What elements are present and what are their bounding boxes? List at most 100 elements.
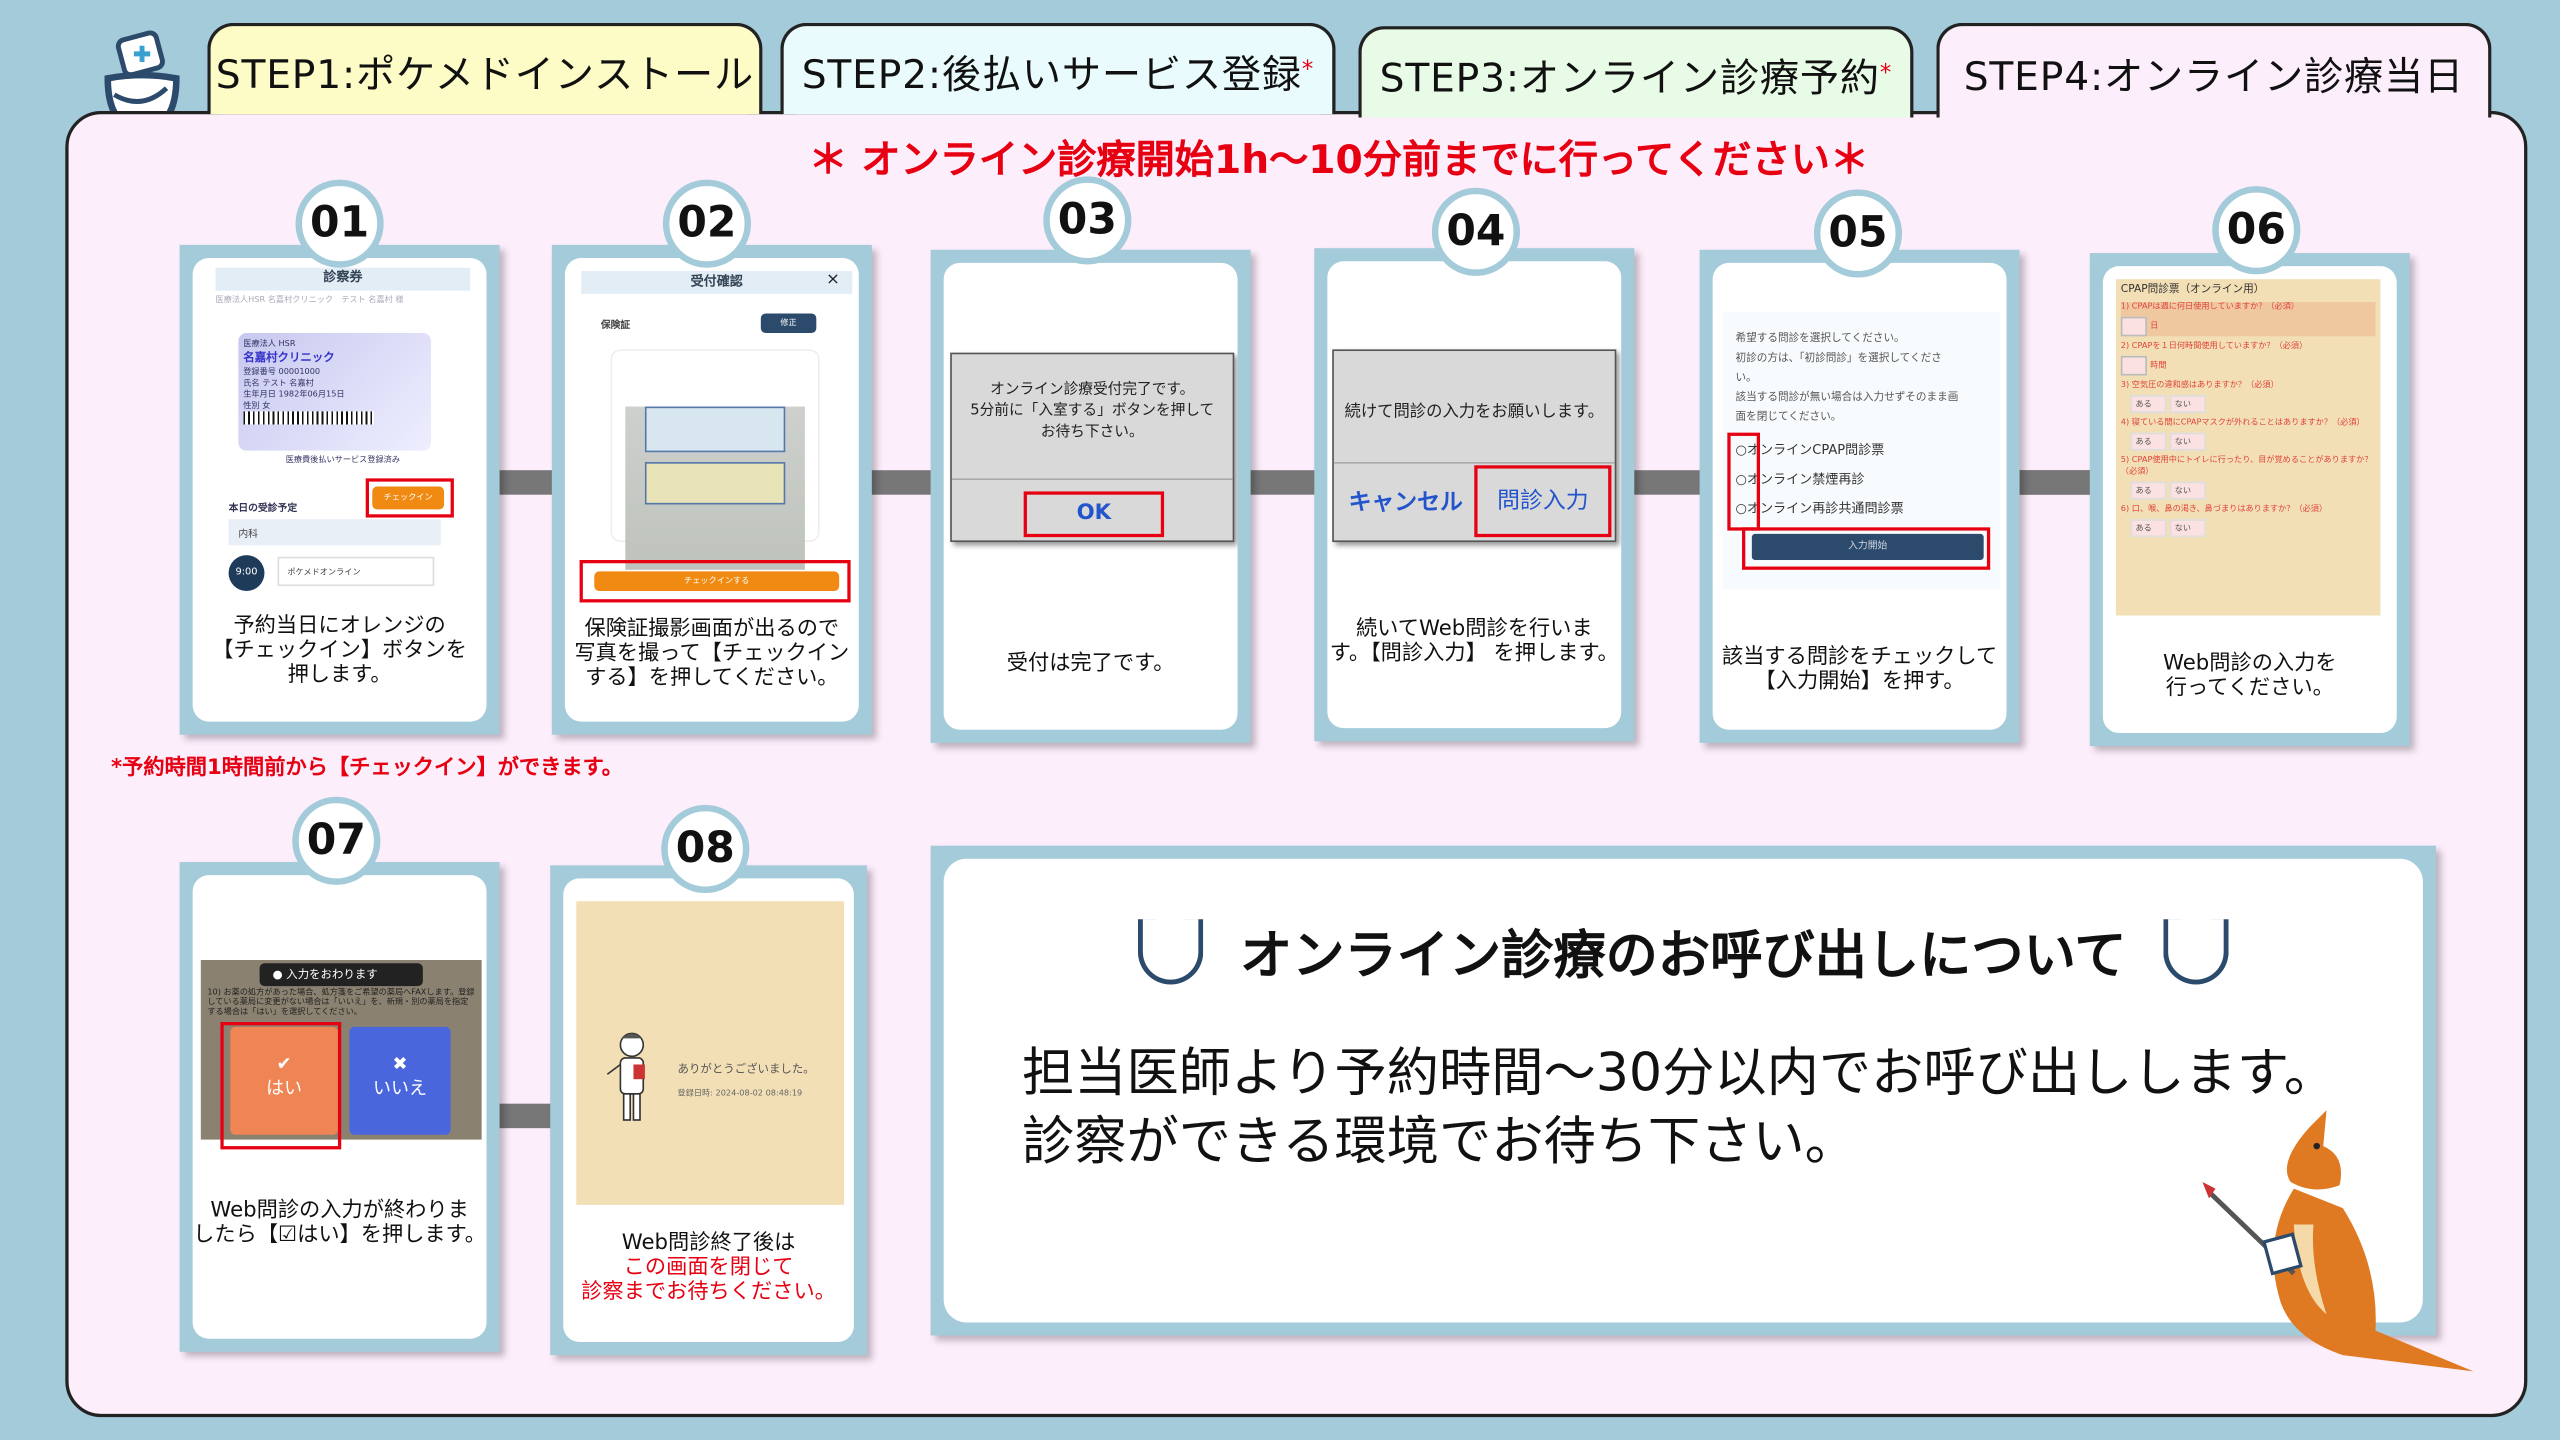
no-button[interactable]: ✖いいえ — [349, 1026, 451, 1135]
kangaroo-mascot-icon — [2196, 1110, 2482, 1379]
intro-line: 該当する問診が無い場合は入力せずそのまま画 — [1735, 390, 1959, 404]
label: いいえ — [373, 1077, 427, 1099]
step-number-08: 08 — [661, 804, 750, 894]
caption-line: 続いてWeb問診を行いま — [1355, 617, 1593, 642]
card-id: 00001000 — [278, 367, 321, 378]
choice-radio[interactable]: ない — [2169, 519, 2206, 538]
caption-line: す。【問診入力】 を押します。 — [1329, 641, 1619, 667]
service: ポケメドオンライン — [277, 556, 435, 587]
thanks-text: ありがとうございました。 — [677, 1062, 815, 1076]
caption-line: Web問診の入力が終わりま — [210, 1198, 469, 1223]
option-radio[interactable]: ○オンラインCPAP問診票 — [1735, 442, 1885, 458]
callout-body-line: 診察ができる環境でお待ち下さい。 — [1022, 1110, 1857, 1173]
form-question: 1) CPAPは週に何日使用していますか？（必須）日 — [2120, 302, 2376, 337]
card-name: テスト 名嘉村 — [262, 378, 314, 389]
highlight-box — [1727, 432, 1760, 531]
step-card-01: 診察券 医療法人HSR 名嘉村クリニック テスト 名嘉村 様 医療法人 HSR … — [179, 244, 500, 735]
card-dob: 1982年06月15日 — [278, 390, 345, 400]
question-text: 2) CPAPを１日何時間使用していますか？（必須） — [2120, 341, 2308, 352]
choice-radio[interactable]: ある — [2130, 481, 2167, 500]
step-number-04: 04 — [1431, 187, 1520, 276]
step-number-07: 07 — [292, 796, 381, 885]
form-question: 3) 空気圧の違和感はありますか？（必須） あるない — [2120, 380, 2376, 414]
card-org: 医療法人 HSR — [243, 339, 296, 350]
option-radio[interactable]: ○オンライン再診共通問診票 — [1735, 501, 1904, 516]
caption-line: 写真を撮って【チェックイン — [574, 641, 850, 667]
question-text: 3) 空気圧の違和感はありますか？（必須） — [2120, 380, 2279, 391]
choice-radio[interactable]: ない — [2169, 481, 2206, 500]
close-icon[interactable]: × — [826, 271, 840, 289]
checkin-button[interactable]: チェックインする — [594, 571, 840, 592]
label: キャンセル — [1348, 489, 1463, 516]
step-caption: 受付は完了です。 — [944, 651, 1238, 675]
checkin-button[interactable]: チェックイン — [372, 486, 445, 510]
step-caption: Web問診の入力を行ってください。 — [2103, 651, 2397, 700]
label: はい — [266, 1077, 303, 1099]
step-card-07: ● 入力をおわります 10) お薬の処方があった場合、処方箋をご希望の薬局へFA… — [179, 862, 500, 1352]
caption-line: 保険証撮影画面が出るので — [584, 617, 840, 642]
questionnaire-dialog: 続けて問診の入力をお願いします。 キャンセル 問診入力 — [1332, 349, 1617, 543]
highlight-box — [220, 1022, 342, 1150]
end-input-toast: ● 入力をおわります — [259, 963, 423, 987]
option-label: オンラインCPAP問診票 — [1746, 442, 1885, 458]
caption-line: 行ってください。 — [2165, 675, 2334, 701]
choice-radio[interactable]: ある — [2130, 519, 2167, 538]
card-clinic: 名嘉村クリニック — [243, 351, 335, 365]
tab-label: STEP2:後払いサービス登録 — [801, 51, 1302, 98]
tab-label: STEP1:ポケメドインストール — [215, 51, 755, 98]
number-input[interactable] — [2120, 316, 2147, 337]
edit-button[interactable]: 修正 — [760, 313, 817, 334]
option-label: オンライン禁煙再診 — [1746, 471, 1865, 487]
number-input[interactable] — [2120, 355, 2147, 376]
clinic-line: 医療法人HSR 名嘉村クリニック テスト 名嘉村 様 — [215, 295, 404, 306]
caption-line: 受付は完了です。 — [1006, 651, 1175, 676]
time: 9:00 — [235, 566, 258, 578]
highlight-box — [365, 478, 454, 518]
option-radio[interactable]: ○オンライン禁煙再診 — [1735, 471, 1865, 487]
unit-label: 時間 — [2150, 359, 2167, 370]
timing-header: ＊ オンライン診療開始1h～10分前までに行ってください＊ — [808, 137, 1870, 183]
choice-radio[interactable]: ある — [2130, 432, 2167, 451]
label: 入力開始 — [1848, 540, 1888, 552]
intro-line: 面を閉じてください。 — [1735, 409, 1842, 423]
step-card-08: ありがとうございました。 登録日時: 2024-08-02 08:48:19 W… — [550, 865, 867, 1356]
caption-line: 【入力開始】を押す。 — [1754, 669, 1965, 694]
choice-radio[interactable]: ある — [2130, 395, 2167, 414]
step-caption: 保険証撮影画面が出るので写真を撮って【チェックインする】を押してください。 — [565, 617, 859, 690]
tab-step2[interactable]: STEP2:後払いサービス登録* — [780, 22, 1336, 115]
start-input-button[interactable]: 入力開始 — [1751, 533, 1984, 560]
label: 問診入力 — [1497, 488, 1589, 515]
barcode — [243, 411, 374, 425]
intro-line: 初診の方は、「初診問診」を選択してくださ — [1735, 351, 1942, 365]
caption-line: 該当する問診をチェックして — [1721, 644, 1998, 670]
insurance-photo — [610, 349, 820, 570]
unit-label: 日 — [2150, 320, 2159, 331]
toast-text: 入力をおわります — [286, 968, 378, 982]
clinic-logo-icon — [1138, 919, 1205, 985]
clinic-logo-icon — [2162, 919, 2228, 985]
tab-step3[interactable]: STEP3:オンライン診療予約* — [1358, 26, 1914, 118]
questionnaire-input-button[interactable]: 問診入力 — [1474, 465, 1612, 538]
tab-step4[interactable]: STEP4:オンライン診療当日 — [1936, 22, 2492, 118]
background-text: 10) お薬の処方があった場合、処方箋をご希望の薬局へFAXします。登録している… — [207, 987, 475, 1018]
caption-line: 押します。 — [287, 662, 392, 688]
intro-line: 希望する問診を選択してください。 — [1735, 331, 1905, 345]
cancel-button[interactable]: キャンセル — [1344, 485, 1468, 518]
choice-radio[interactable]: ない — [2169, 395, 2206, 414]
label: 修正 — [780, 318, 797, 329]
tab-mark: * — [1301, 57, 1315, 84]
label: チェックイン — [383, 493, 433, 503]
question-text: 5) CPAP使用中にトイレに行ったり、目が覚めることがありますか？（必須） — [2120, 455, 2373, 477]
tab-step1[interactable]: STEP1:ポケメドインストール — [207, 22, 763, 115]
yes-button[interactable]: ✔はい — [230, 1026, 338, 1135]
caption-line: したら【☑はい】を押します。 — [193, 1222, 486, 1248]
ok-button[interactable]: OK — [1023, 491, 1165, 538]
caption-line: 【チェックイン】ボタンを — [212, 638, 467, 663]
dialog-line: オンライン診療受付完了です。 — [990, 382, 1195, 399]
step-card-05: 希望する問診を選択してください。初診の方は、「初診問診」を選択してください。該当… — [1699, 249, 2020, 743]
caption-line: する】を押してください。 — [585, 666, 839, 691]
form-question: 5) CPAP使用中にトイレに行ったり、目が覚めることがありますか？（必須） ある… — [2121, 456, 2376, 500]
dialog-message: 続けて問診の入力をお願いします。 — [1344, 403, 1605, 422]
choice-radio[interactable]: ない — [2169, 432, 2206, 451]
label: 氏名 — [243, 378, 260, 389]
